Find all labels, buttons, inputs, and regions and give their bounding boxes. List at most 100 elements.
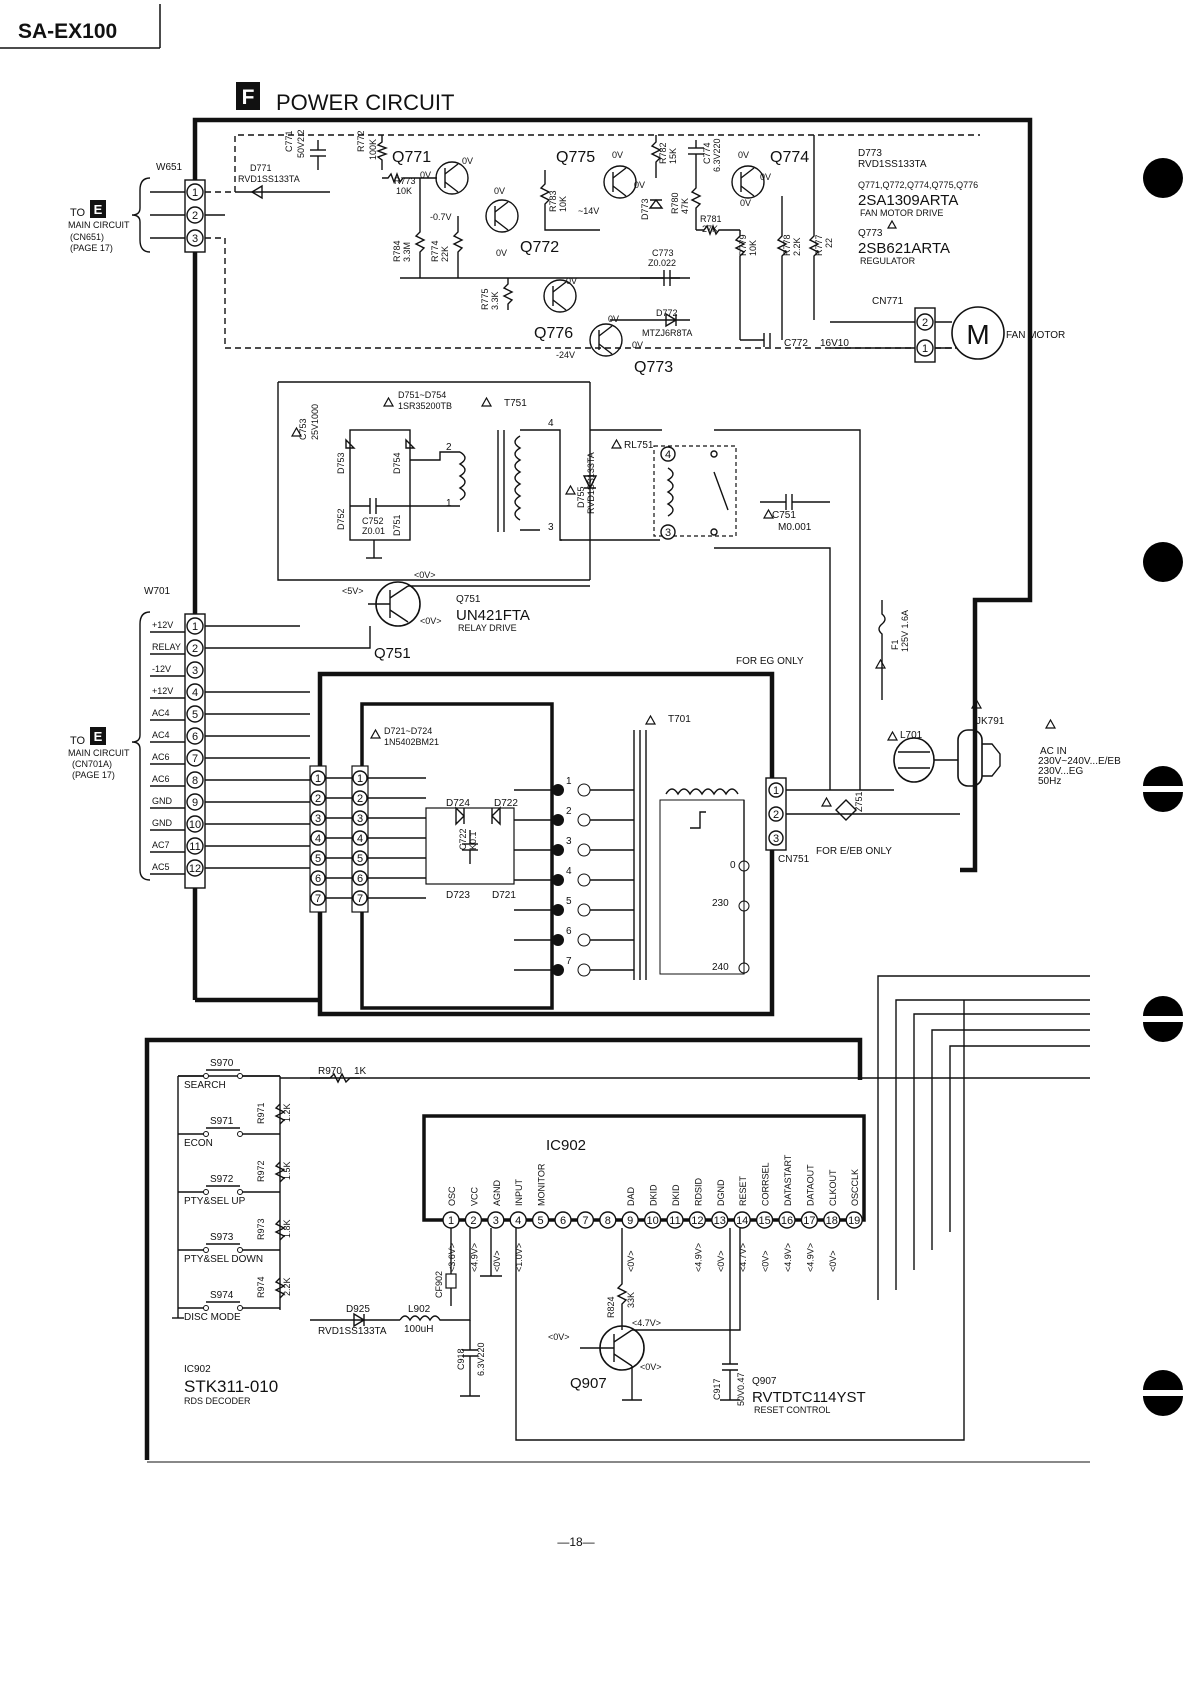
d771-part: RVD1SS133TA: [238, 174, 300, 184]
transistor-list: Q771,Q772,Q774,Q775,Q776: [858, 180, 978, 190]
ps-conn-pin: 1: [357, 773, 363, 785]
d752-label: D752: [336, 508, 346, 530]
part-a: 2SA1309ARTA: [858, 192, 958, 209]
w701-to: TO: [70, 735, 86, 747]
q907-part: RVTDTC114YST: [752, 1389, 866, 1406]
r778-label: R778: [782, 234, 792, 256]
r775-value: 3.3K: [490, 291, 500, 310]
resistor-value: 2.2K: [282, 1277, 292, 1296]
d751-label: D751: [392, 514, 402, 536]
ic902-pin-voltage: <0V>: [761, 1250, 771, 1272]
q751-v0a: <0V>: [414, 570, 436, 580]
d771-label: D771: [250, 163, 272, 173]
cn751-pin: 2: [773, 809, 779, 821]
q907-v0: <0V>: [548, 1332, 570, 1342]
voltage-label: -24V: [556, 350, 575, 360]
f1-value: 125V 1.6A: [900, 610, 910, 652]
ic902-pin: 15: [758, 1215, 770, 1227]
ic902-pin-name: OSC: [447, 1186, 457, 1206]
t701-pin-label: 2: [566, 806, 572, 817]
part-b-desc: REGULATOR: [860, 256, 916, 266]
r784-value: 3.3M: [402, 242, 412, 262]
ic902-pin-voltage: <4.9V>: [469, 1243, 479, 1272]
d773-label: D773: [640, 198, 650, 220]
d772-part: MTZJ6R8TA: [642, 328, 692, 338]
r778-value: 2.2K: [792, 237, 802, 256]
t751-label: T751: [504, 398, 527, 409]
fan-motor-symbol: [951, 306, 1005, 360]
binder-hole: [1143, 996, 1183, 1042]
w651-dest: (PAGE 17): [70, 243, 113, 253]
r782-value: 15K: [668, 148, 678, 164]
r772-value: 100K: [368, 139, 378, 160]
r824-label: R824: [606, 1296, 616, 1318]
resistor-value: 1.8K: [282, 1219, 292, 1238]
ic902-pin: 4: [515, 1215, 521, 1227]
ps-diodes-part: 1N5402BM21: [384, 737, 439, 747]
w701-signal: AC5: [152, 862, 170, 872]
ic902-pin-name: DATASTART: [783, 1154, 793, 1206]
ps-conn-pin: 5: [315, 853, 321, 865]
w651-pin: 3: [192, 233, 198, 245]
w701-pin: 11: [189, 841, 200, 853]
w701-dest: (PAGE 17): [72, 770, 115, 780]
q776-label: Q776: [534, 325, 573, 342]
voltage-label: 0V: [462, 156, 473, 166]
ic902-pin: 12: [691, 1215, 703, 1227]
c753-label: C753: [298, 418, 308, 440]
ic902-pin-voltage: <0V>: [828, 1250, 838, 1272]
switch-label: DISC MODE: [184, 1312, 241, 1323]
r782-label: R782: [658, 142, 668, 164]
ac-in: AC IN: [1040, 746, 1067, 757]
w701-pin: 2: [192, 643, 198, 655]
d723-label: D723: [446, 890, 470, 901]
ic902-pin: 19: [848, 1215, 860, 1227]
c722-value: K0.1: [468, 831, 478, 850]
ic902-pin-voltage: <4.9V>: [693, 1243, 703, 1272]
t751-pin: 3: [548, 522, 554, 533]
w701-pin: 1: [192, 621, 198, 633]
ic902-pin-voltage: <0V>: [626, 1250, 636, 1272]
tap-230: 230: [712, 898, 729, 909]
ic902-pin: 18: [826, 1215, 838, 1227]
q751-v5: <5V>: [342, 586, 364, 596]
binder-hole: [1143, 542, 1183, 582]
w701-pin: 4: [192, 687, 198, 699]
r784-label: R784: [392, 240, 402, 262]
w651-pin: 2: [192, 210, 198, 222]
w701-pin: 10: [189, 819, 201, 831]
switch-ref: S974: [210, 1290, 234, 1301]
c918-value: 6.3V220: [476, 1342, 486, 1376]
rl751-pin: 3: [665, 527, 671, 539]
l902-label: L902: [408, 1304, 431, 1315]
q751-title: Q751: [456, 594, 481, 605]
ic902-pin-name: OSCCLK: [850, 1169, 860, 1206]
board-outline-rds: [144, 1037, 863, 1460]
r773-value: 10K: [396, 186, 412, 196]
c917-label: C917: [712, 1378, 722, 1400]
ic902-pin: 7: [582, 1215, 588, 1227]
ic902-pin: 16: [781, 1215, 793, 1227]
t751-pin: 2: [446, 442, 452, 453]
ic902-pin-voltage: <1.0V>: [514, 1243, 524, 1272]
c772-label: C772: [784, 338, 808, 349]
ps-conn-pin: 4: [315, 833, 321, 845]
ps-conn-pin: 3: [315, 813, 321, 825]
resistor-ref: R973: [256, 1218, 266, 1240]
ic902-pin: 11: [669, 1215, 680, 1227]
d721-label: D721: [492, 890, 516, 901]
binder-hole: [1143, 158, 1183, 198]
w701-pin: 6: [192, 731, 198, 743]
section-letter: F: [242, 86, 255, 109]
q751-desc: RELAY DRIVE: [458, 623, 517, 633]
q775-label: Q775: [556, 149, 595, 166]
w651-dest: (CN651): [70, 232, 104, 242]
ic902-pin-voltage: <3.6V>: [447, 1243, 457, 1272]
ic902-pin: 17: [803, 1215, 815, 1227]
section-letter-box: [236, 82, 260, 110]
ic902-pin: 5: [538, 1215, 544, 1227]
r783-value: 10K: [558, 196, 568, 212]
w701-pin: 3: [192, 665, 198, 677]
ac-voltage-2: 230V...EG: [1038, 766, 1083, 777]
binder-hole: [1143, 766, 1183, 812]
